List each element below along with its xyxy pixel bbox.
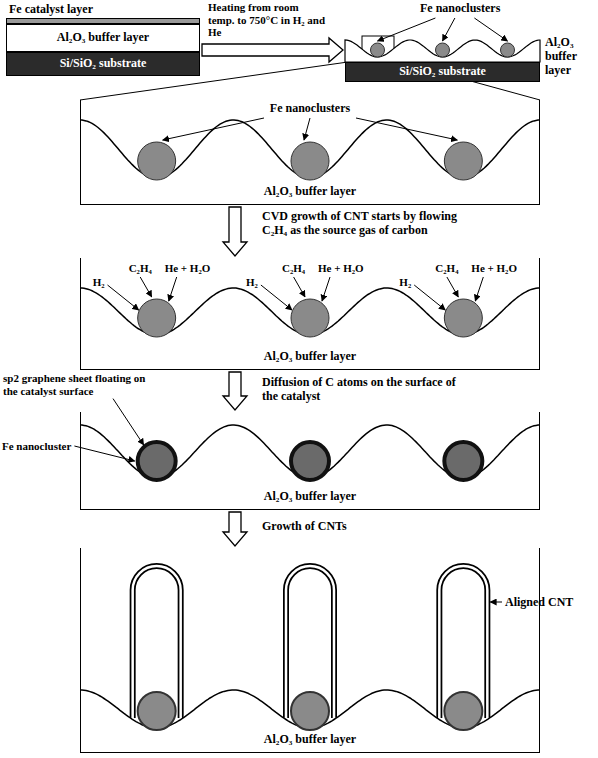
- layer-label: Si/SiO₂ substrate: [395, 65, 490, 79]
- leader-line: [490, 602, 502, 603]
- fe-nanocluster: [138, 692, 176, 730]
- layer-label: Al₂O₃ buffer layer: [260, 185, 360, 199]
- step-caption: CVD growth of CNT starts by flowing C₂H₄…: [262, 210, 462, 238]
- gas-label: He + H₂O: [165, 262, 227, 275]
- gas-label: He + H₂O: [318, 262, 380, 275]
- callout-label: Aligned CNT: [505, 596, 593, 610]
- leader-line: [169, 277, 177, 301]
- step-caption: Growth of CNTs: [262, 520, 412, 534]
- leader-line: [322, 277, 330, 301]
- stage-panel: Al₂O₃ buffer layer: [80, 100, 540, 205]
- process-arrow: [223, 512, 247, 546]
- layer-label: Al₂O₃ buffer layer: [260, 733, 360, 747]
- callout-label: Fe nanoclusters: [420, 2, 530, 16]
- layer-label: Al₂O₃ buffer layer: [260, 350, 360, 364]
- leader-line: [113, 399, 144, 445]
- fe-nanocluster: [291, 692, 329, 730]
- process-arrow: [223, 372, 247, 410]
- process-arrow: [223, 207, 247, 256]
- gas-label: He + H₂O: [471, 262, 533, 275]
- fe-nanocluster-graphene: [444, 442, 482, 480]
- fe-nanocluster: [444, 142, 482, 180]
- layer-label: Al₂O₃ buffer layer: [545, 36, 595, 77]
- buffer-layer: Al₂O₃ buffer layer: [345, 36, 540, 62]
- layer-label: Si/SiO₂ substrate: [56, 57, 151, 71]
- gas-label: H₂: [93, 276, 113, 289]
- leader-line: [163, 118, 264, 140]
- step-caption: Diffusion of C atoms on the surface of t…: [262, 376, 472, 404]
- leader-line: [261, 285, 292, 310]
- gas-label: C₂H₄: [129, 262, 169, 275]
- fe-nanocluster: [436, 43, 450, 57]
- buffer-layer: Al₂O₃ buffer layer: [6, 24, 200, 52]
- substrate-layer: Si/SiO₂ substrate: [6, 52, 200, 76]
- fe-nanocluster: [501, 43, 515, 57]
- layer-label: Al₂O₃ buffer layer: [53, 31, 153, 45]
- layer-label: Fe catalyst layer: [9, 3, 93, 17]
- leader-line: [447, 277, 458, 297]
- step-caption: Heating from room temp. to 750°C in H₂ a…: [208, 1, 326, 39]
- leader-line: [356, 118, 457, 140]
- layer-label: Al₂O₃ buffer layer: [260, 490, 360, 504]
- gas-label: H₂: [399, 276, 419, 289]
- leader-line: [475, 277, 483, 301]
- fe-nanocluster-graphene: [138, 442, 176, 480]
- stage-panel: Al₂O₃ buffer layer: [80, 258, 540, 370]
- leader-line: [108, 285, 139, 310]
- leader-line: [74, 446, 134, 461]
- leader-line: [443, 18, 455, 41]
- fe-nanocluster: [444, 299, 482, 337]
- callout-label: Fe nanocluster: [2, 440, 76, 453]
- callout-label: sp2 graphene sheet floating on the catal…: [3, 372, 153, 397]
- fe-nanocluster-graphene: [291, 442, 329, 480]
- substrate-layer: Si/SiO₂ substrate: [345, 62, 540, 82]
- callout-label: Fe nanoclusters: [255, 102, 365, 116]
- fe-nanocluster: [444, 692, 482, 730]
- fe-nanocluster: [291, 299, 329, 337]
- wavy-buffer-outline: [345, 40, 540, 62]
- fe-nanocluster: [138, 299, 176, 337]
- fe-nanocluster: [371, 43, 385, 57]
- leader-line: [140, 277, 152, 297]
- leader-line: [294, 277, 305, 297]
- stage-panel: Al₂O₃ buffer layer: [80, 548, 540, 753]
- stage-panel: Al₂O₃ buffer layer: [80, 412, 540, 510]
- fe-nanocluster: [138, 142, 176, 180]
- fe-nanocluster: [291, 142, 329, 180]
- leader-line: [378, 18, 436, 41]
- process-arrow: [202, 38, 343, 62]
- leader-line: [304, 118, 310, 140]
- gas-label: C₂H₄: [282, 262, 322, 275]
- gas-label: C₂H₄: [435, 262, 475, 275]
- leader-line: [474, 18, 507, 41]
- gas-label: H₂: [246, 276, 266, 289]
- leader-line: [414, 285, 445, 310]
